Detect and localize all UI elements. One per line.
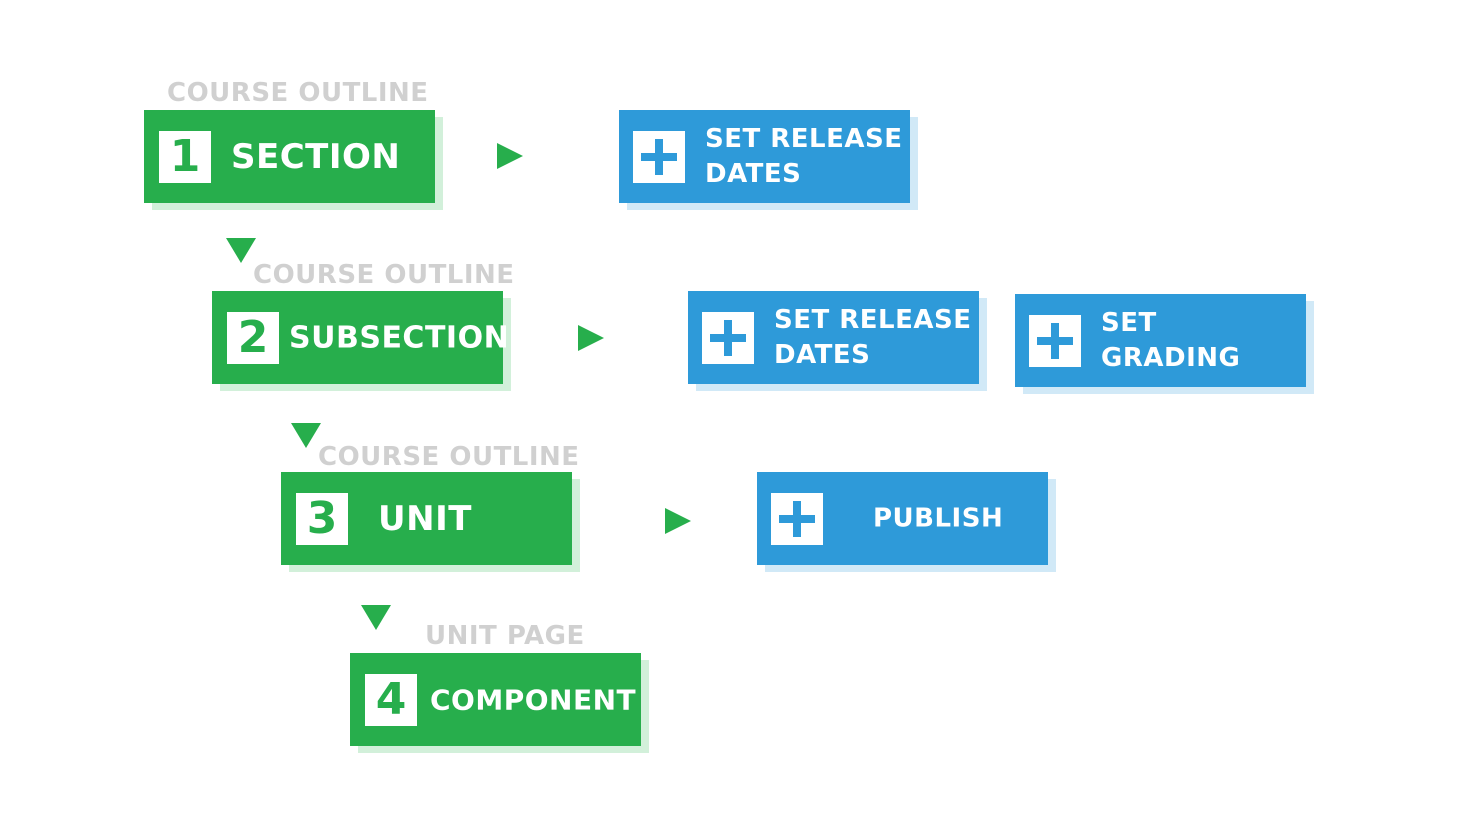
level-3-unit-box: 3 UNIT [281,472,572,565]
level-4-caption: UNIT PAGE [425,621,585,651]
action-label: PUBLISH [873,501,1003,536]
plus-icon [633,131,685,183]
action-label-line-1: SET [1101,307,1157,338]
level-1-section-box: 1 SECTION [144,110,435,203]
plus-icon [702,312,754,364]
level-2-label: SUBSECTION [289,320,510,355]
level-2-caption: COURSE OUTLINE [253,260,515,290]
action-label-line-1: SET RELEASE [705,123,903,154]
plus-icon [771,493,823,545]
level-2-arrow-right-icon [578,325,604,351]
level-2-subsection-box: 2 SUBSECTION [212,291,509,384]
action-label-line-2: DATES [774,339,871,370]
level-4-number-badge: 4 [365,674,417,726]
level-3-action-publish: PUBLISH [757,472,1048,565]
action-label: SET RELEASE DATES [705,122,903,192]
level-3-number-badge: 3 [296,493,348,545]
level-3-arrow-right-icon [665,508,691,534]
level-2-number-badge: 2 [227,312,279,364]
action-label: SET GRADING [1101,306,1240,376]
level-2-action-set-release-dates: SET RELEASE DATES [688,291,979,384]
level-1-number-badge: 1 [159,131,211,183]
level-1-caption: COURSE OUTLINE [167,78,429,108]
action-label: SET RELEASE DATES [774,303,972,373]
action-label-line-2: GRADING [1101,342,1241,373]
level-3-caption: COURSE OUTLINE [318,442,580,472]
level-1-arrow-right-icon [497,143,523,169]
action-label-line-1: SET RELEASE [774,304,972,335]
level-2-action-set-grading: SET GRADING [1015,294,1306,387]
level-1-label: SECTION [231,136,401,177]
level-2-to-3-arrow-down-icon [291,423,321,448]
level-4-component-box: 4 COMPONENT [350,653,641,746]
plus-icon [1029,315,1081,367]
action-label-line-2: DATES [705,158,802,189]
level-3-label: UNIT [378,498,472,539]
level-3-to-4-arrow-down-icon [361,605,391,630]
level-1-action-set-release-dates: SET RELEASE DATES [619,110,910,203]
level-1-to-2-arrow-down-icon [226,238,256,263]
action-label-line-1: PUBLISH [873,503,1004,533]
level-4-label: COMPONENT [430,683,637,716]
